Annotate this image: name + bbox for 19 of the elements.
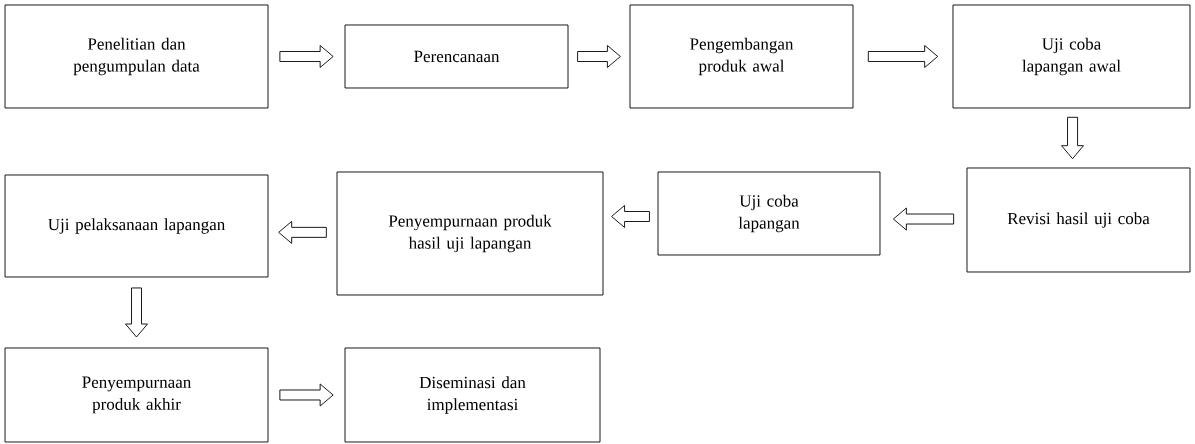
- block-arrow: [279, 383, 334, 407]
- block-arrow: [577, 45, 621, 68]
- process-box: Penyempurnaan produk hasil uji lapangan: [336, 171, 604, 296]
- process-box: Pengembangan produk awal: [629, 4, 854, 109]
- process-box: Uji pelaksanaan lapangan: [4, 174, 269, 278]
- process-box: Perencanaan: [344, 24, 569, 89]
- block-arrow: [1061, 116, 1084, 160]
- process-box: Penyempurnaan produk akhir: [4, 347, 269, 443]
- block-arrow: [279, 45, 334, 68]
- process-box: Uji coba lapangan awal: [952, 4, 1191, 109]
- process-box: Penelitian dan pengumpulan data: [4, 4, 269, 109]
- block-arrow: [892, 207, 955, 231]
- block-arrow: [125, 287, 148, 338]
- process-box: Revisi hasil uji coba: [966, 167, 1191, 273]
- block-arrow: [278, 220, 327, 244]
- process-box: Diseminasi dan implementasi: [344, 347, 601, 443]
- block-arrow: [611, 205, 650, 228]
- block-arrow: [867, 45, 939, 68]
- process-box: Uji coba lapangan: [657, 171, 881, 256]
